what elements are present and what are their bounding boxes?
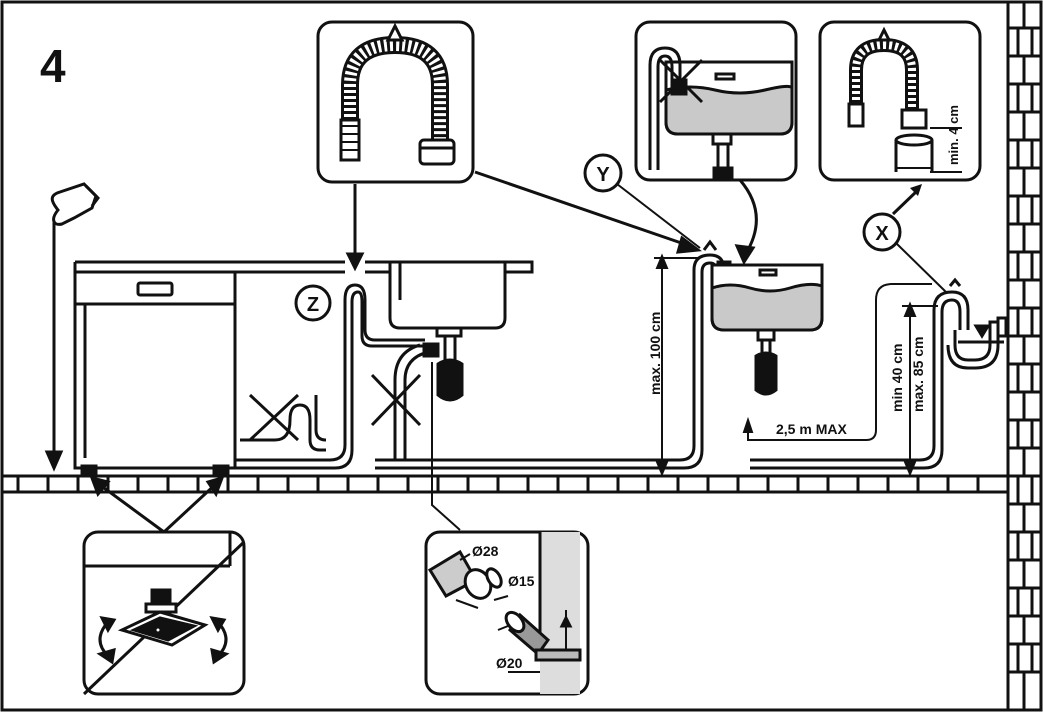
hand-plumb-line [44, 182, 100, 472]
arrow-panel-to-y [474, 170, 702, 254]
dishwasher [73, 270, 237, 476]
dimension-max-100 [654, 253, 700, 477]
arrow-to-hook-z [345, 184, 365, 272]
detail-leader [431, 362, 461, 531]
label-min-40: min 40 cm [889, 344, 905, 412]
brick-wall [1006, 0, 1043, 712]
dimension-min-40-max-85 [902, 301, 938, 477]
svg-text:X: X [875, 223, 889, 245]
label-hose-length: 2,5 m MAX [776, 421, 847, 437]
drain-hose-main [235, 283, 425, 470]
wrong-loop-crossed [240, 393, 327, 452]
wrong-siphon-crossed [370, 342, 440, 460]
panel-min-gap [818, 20, 982, 182]
label-diameter-28: Ø28 [472, 543, 499, 559]
panel-feet-adjustment [82, 530, 246, 696]
arrows-to-feet [89, 475, 225, 534]
drain-hose-to-x [750, 277, 970, 470]
callout-x: X [862, 184, 947, 293]
panel-basin-wrong [634, 20, 798, 182]
panel-hose-hook [316, 20, 475, 184]
dimension-hose-length [742, 283, 932, 441]
label-max-100: max. 100 cm [647, 312, 663, 395]
basin [710, 263, 824, 396]
wall-siphon [946, 316, 1008, 370]
label-max-85: max. 85 cm [910, 337, 926, 413]
panel-diameters [424, 530, 590, 696]
callout-z: Z [294, 284, 332, 322]
label-diameter-20: Ø20 [496, 655, 523, 671]
callout-y: Y [583, 153, 701, 249]
label-min-4: min. 4 cm [946, 105, 961, 165]
floor [2, 474, 1008, 494]
svg-text:Y: Y [596, 164, 610, 186]
svg-text:Z: Z [307, 294, 319, 316]
kitchen-sink [388, 260, 507, 402]
label-diameter-15: Ø15 [508, 573, 535, 589]
arrow-basin-panel [734, 179, 758, 266]
step-number: 4 [40, 40, 66, 92]
